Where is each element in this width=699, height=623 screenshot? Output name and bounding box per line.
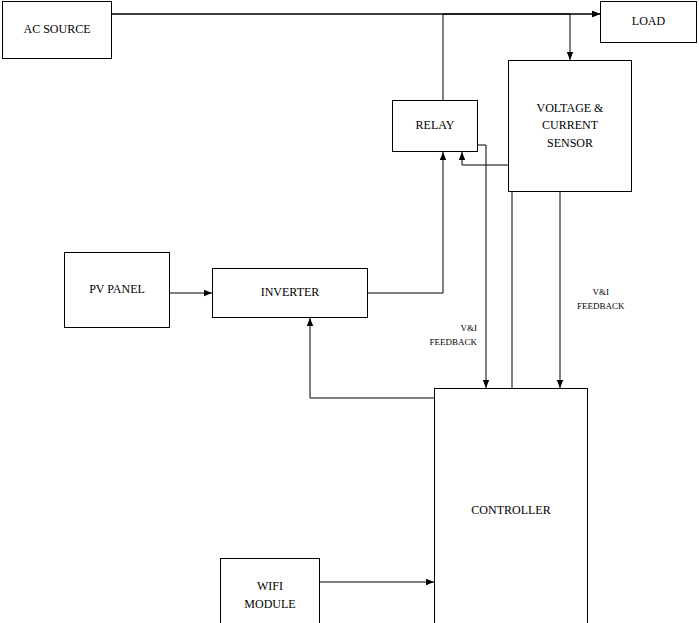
source-box: AC SOURCE — [2, 1, 112, 59]
box-label: INVERTER — [261, 284, 320, 301]
connector-arrow — [478, 145, 486, 388]
box-label: PV PANEL — [89, 281, 145, 298]
signal-label: V&I FEEDBACK — [428, 322, 478, 349]
connector-arrow — [112, 14, 570, 60]
box-label: CONTROLLER — [471, 502, 550, 519]
wifi-module-box: WIFI MODULE — [220, 558, 320, 623]
controller-box: CONTROLLER — [434, 388, 588, 623]
box-label: VOLTAGE & CURRENT SENSOR — [529, 100, 611, 152]
signal-label: V&I FEEDBACK — [576, 286, 626, 313]
box-label: AC SOURCE — [23, 21, 90, 38]
connector-arrow — [310, 318, 434, 398]
relay-box: RELAY — [392, 100, 478, 152]
inverter-box: INVERTER — [212, 268, 368, 318]
connector-arrow — [560, 192, 561, 388]
sensor-box: VOLTAGE & CURRENT SENSOR — [508, 60, 632, 192]
connector-arrow — [320, 582, 434, 583]
connector-arrow — [462, 152, 512, 388]
box-label: RELAY — [416, 117, 455, 134]
connector-arrow — [170, 293, 212, 294]
load-box: LOAD — [600, 1, 697, 43]
pv-panel-box: PV PANEL — [64, 252, 170, 328]
connector-arrow — [368, 152, 443, 293]
box-label: LOAD — [632, 13, 665, 30]
box-label: WIFI MODULE — [240, 578, 300, 613]
